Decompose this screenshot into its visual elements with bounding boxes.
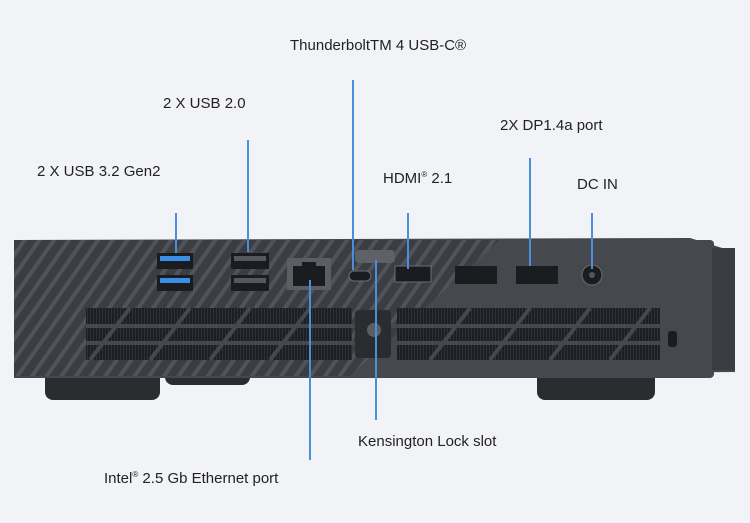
- callout-line-usb32: [175, 213, 177, 253]
- label-ethernet: Intel® 2.5 Gb Ethernet port: [104, 470, 278, 487]
- label-usb32: 2 X USB 3.2 Gen2: [37, 163, 161, 180]
- callout-line-thunderbolt: [352, 80, 354, 270]
- dp-port-1: [455, 266, 497, 284]
- label-hdmi: HDMI® 2.1: [383, 170, 452, 187]
- registered-mark: ®: [421, 170, 428, 179]
- label-dcin: DC IN: [577, 176, 618, 193]
- kensington-lock-bracket: [355, 250, 395, 263]
- usb-3-2-ports: [157, 253, 193, 291]
- label-ethernet-text: Intel: [104, 470, 133, 487]
- kensington-slot: [668, 331, 677, 347]
- label-dp: 2X DP1.4a port: [500, 117, 603, 134]
- callout-line-dp: [529, 158, 531, 266]
- thunderbolt-port: [348, 270, 372, 282]
- callout-line-dcin: [591, 213, 593, 269]
- callout-line-usb2: [247, 140, 249, 252]
- screw: [367, 323, 381, 337]
- hdmi-port: [394, 265, 432, 283]
- usb-2-0-ports: [231, 253, 269, 291]
- label-thunderbolt: ThunderboltTM 4 USB-C®: [290, 37, 467, 54]
- registered-mark: ®: [132, 470, 139, 479]
- label-usb2: 2 X USB 2.0: [163, 95, 246, 112]
- callout-line-ethernet: [309, 280, 311, 460]
- callout-line-kensington: [375, 260, 377, 420]
- label-hdmi-text: HDMI: [383, 170, 422, 187]
- callout-line-hdmi: [407, 213, 409, 269]
- label-ethernet-desc: 2.5 Gb Ethernet port: [138, 470, 279, 487]
- label-hdmi-version: 2.1: [427, 170, 453, 187]
- label-kensington: Kensington Lock slot: [358, 433, 497, 450]
- vent-grilles: [86, 306, 660, 362]
- dp-port-2: [516, 266, 558, 284]
